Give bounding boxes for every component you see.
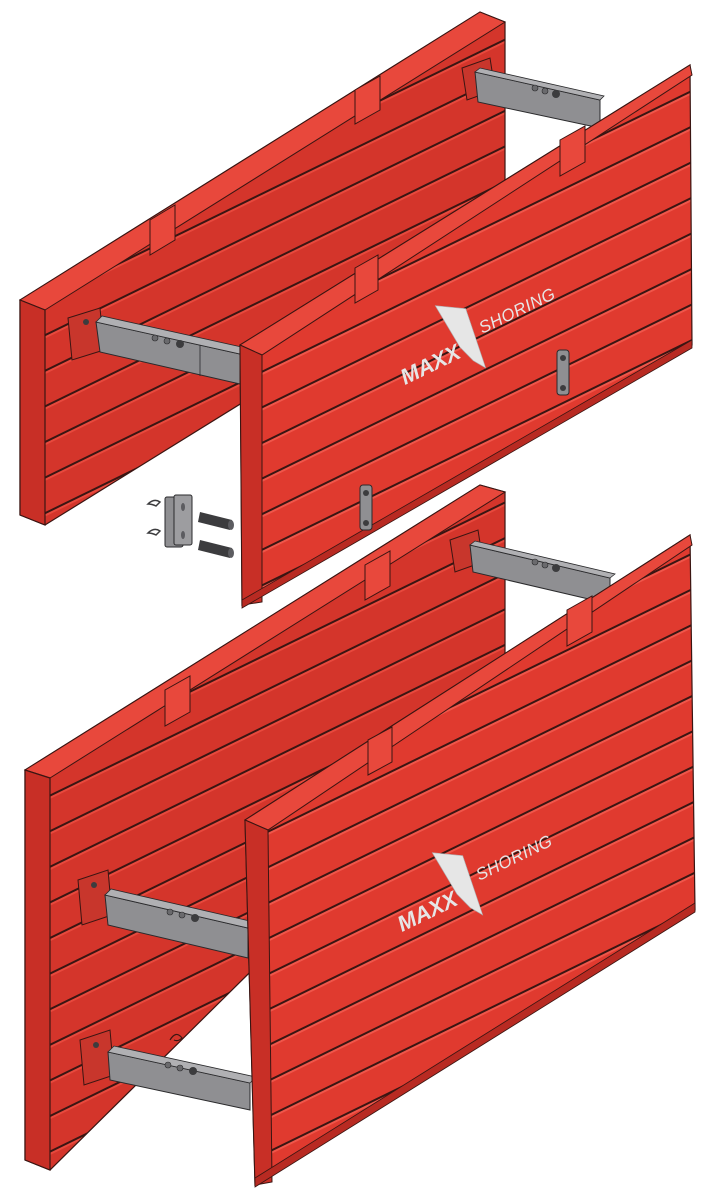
connector-plate bbox=[164, 494, 193, 548]
lower-front-spreader-upper bbox=[77, 869, 255, 959]
upper-box: MAXX SHORING bbox=[18, 11, 693, 609]
logo-chevron-icon bbox=[434, 305, 487, 369]
pin-upper bbox=[198, 512, 234, 530]
upper-back-panel bbox=[18, 11, 507, 526]
connector-hardware-kit bbox=[146, 494, 234, 558]
lower-box: MAXX SHORING bbox=[23, 484, 696, 1188]
upper-top-spreader bbox=[461, 57, 605, 129]
lower-top-spreader bbox=[449, 529, 616, 605]
upper-stacking-connectors bbox=[359, 349, 570, 531]
pin-lower bbox=[198, 540, 234, 558]
lynch-pin-upper bbox=[146, 499, 162, 507]
lynch-pin-lower bbox=[146, 528, 162, 536]
logo-chevron-icon bbox=[431, 852, 484, 916]
lower-front-panel bbox=[243, 533, 696, 1188]
lifting-hook-icon bbox=[169, 1033, 183, 1042]
